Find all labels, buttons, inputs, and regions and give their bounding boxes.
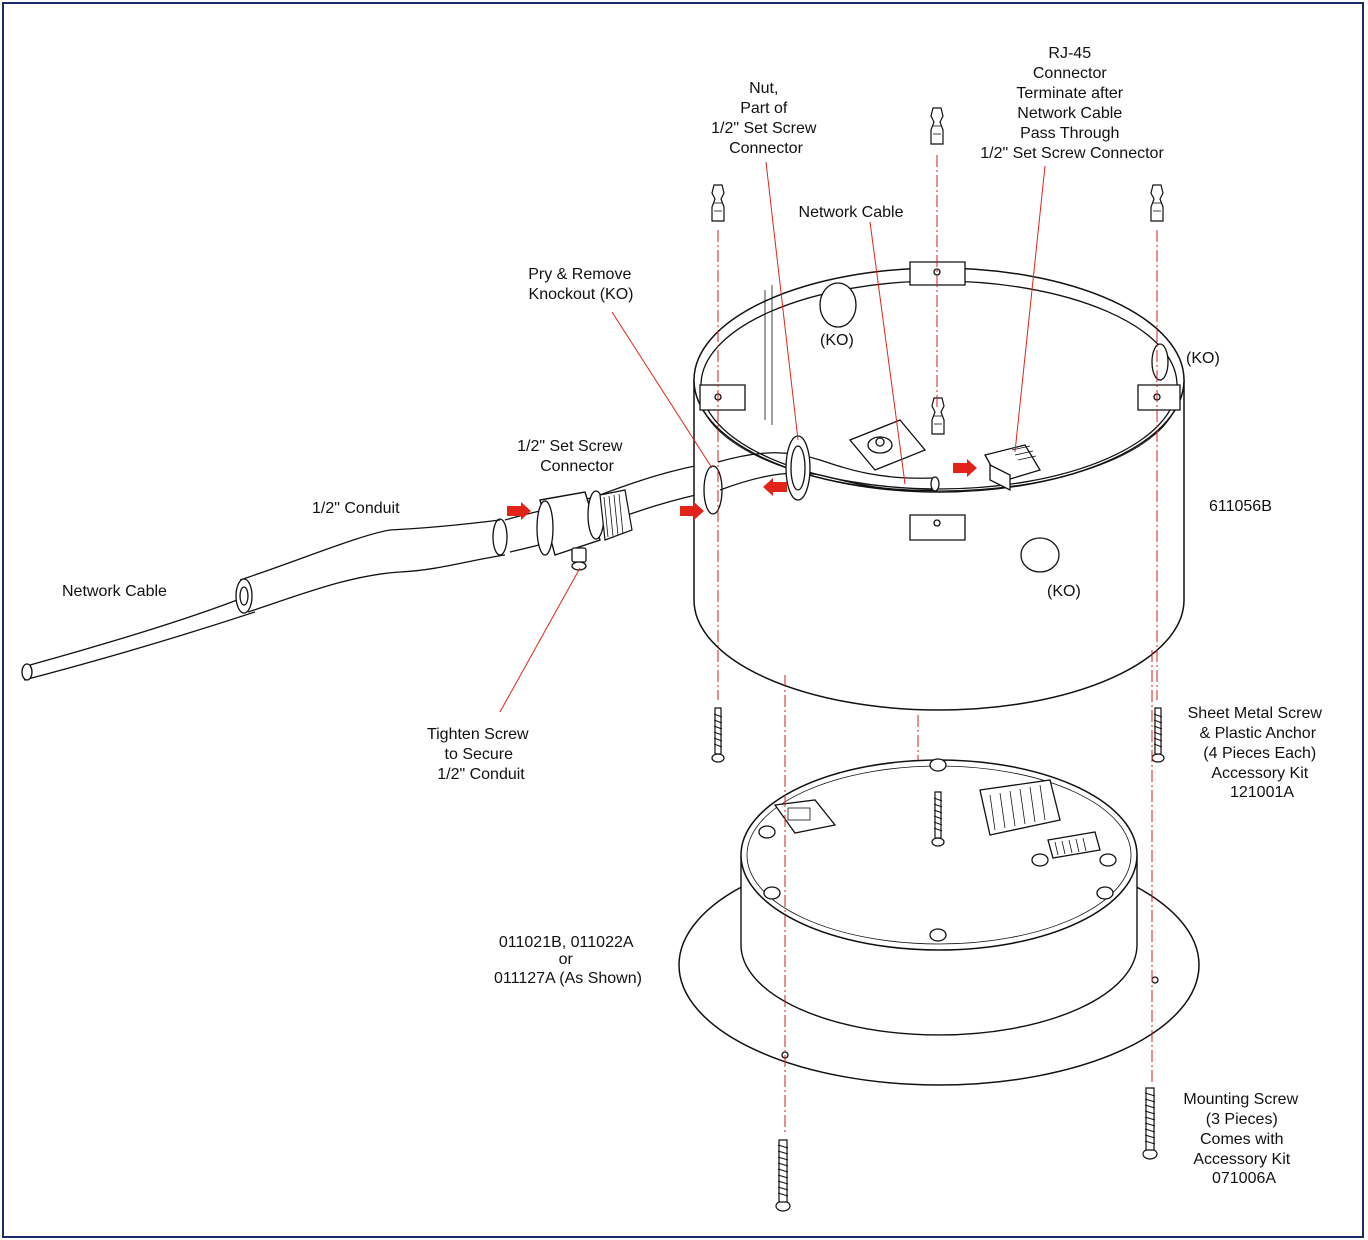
conduit-art (235, 518, 508, 614)
label-network-cable-left: Network Cable (62, 583, 167, 600)
label-set-screw-connector: 1/2" Set Screw Connector (517, 438, 627, 475)
label-conduit: 1/2" Conduit (312, 500, 400, 517)
alignment-centerlines (717, 155, 1158, 1135)
label-backbox-part: 611056B (1209, 498, 1272, 515)
plastic-anchor-icon (930, 107, 944, 145)
plastic-anchor-icon (1150, 184, 1164, 222)
rj45-art (984, 444, 1041, 492)
label-rj45: RJ-45 Connector Terminate after Network … (980, 45, 1164, 162)
sheet-metal-screw-icon (711, 707, 725, 763)
network-cable-left-art (21, 594, 256, 681)
label-nut: Nut, Part of 1/2" Set Screw Connector (711, 80, 821, 157)
label-mounting-screw: Mounting Screw (3 Pieces) Comes with Acc… (1183, 1091, 1302, 1187)
label-tighten-screw: Tighten Screw to Secure 1/2" Conduit (427, 726, 533, 783)
backbox-art (693, 261, 1185, 711)
label-ko-top: (KO) (820, 332, 854, 349)
mounting-screw-icon (1142, 1087, 1158, 1160)
plastic-anchor-icon (711, 184, 725, 222)
nut-art (785, 435, 811, 501)
speaker-art (678, 758, 1200, 1086)
label-ko-right: (KO) (1186, 350, 1220, 367)
leader-lines (499, 161, 1046, 713)
label-pry-knockout: Pry & Remove Knockout (KO) (528, 266, 636, 303)
sheet-metal-screw-icon (1151, 707, 1165, 763)
label-network-cable-top: Network Cable (799, 204, 904, 221)
arrow-conduit (507, 502, 531, 520)
label-ko-front: (KO) (1047, 583, 1081, 600)
internal-cable-art (717, 452, 940, 492)
plastic-anchor-icon (931, 397, 945, 435)
label-sheet-metal-screw: Sheet Metal Screw & Plastic Anchor (4 Pi… (1188, 705, 1327, 801)
mounting-screw-icon (775, 1139, 791, 1212)
label-speaker-parts: 011021B, 011022A or 011127A (As Shown) (494, 934, 642, 987)
set-screw-connector-art (536, 489, 633, 571)
